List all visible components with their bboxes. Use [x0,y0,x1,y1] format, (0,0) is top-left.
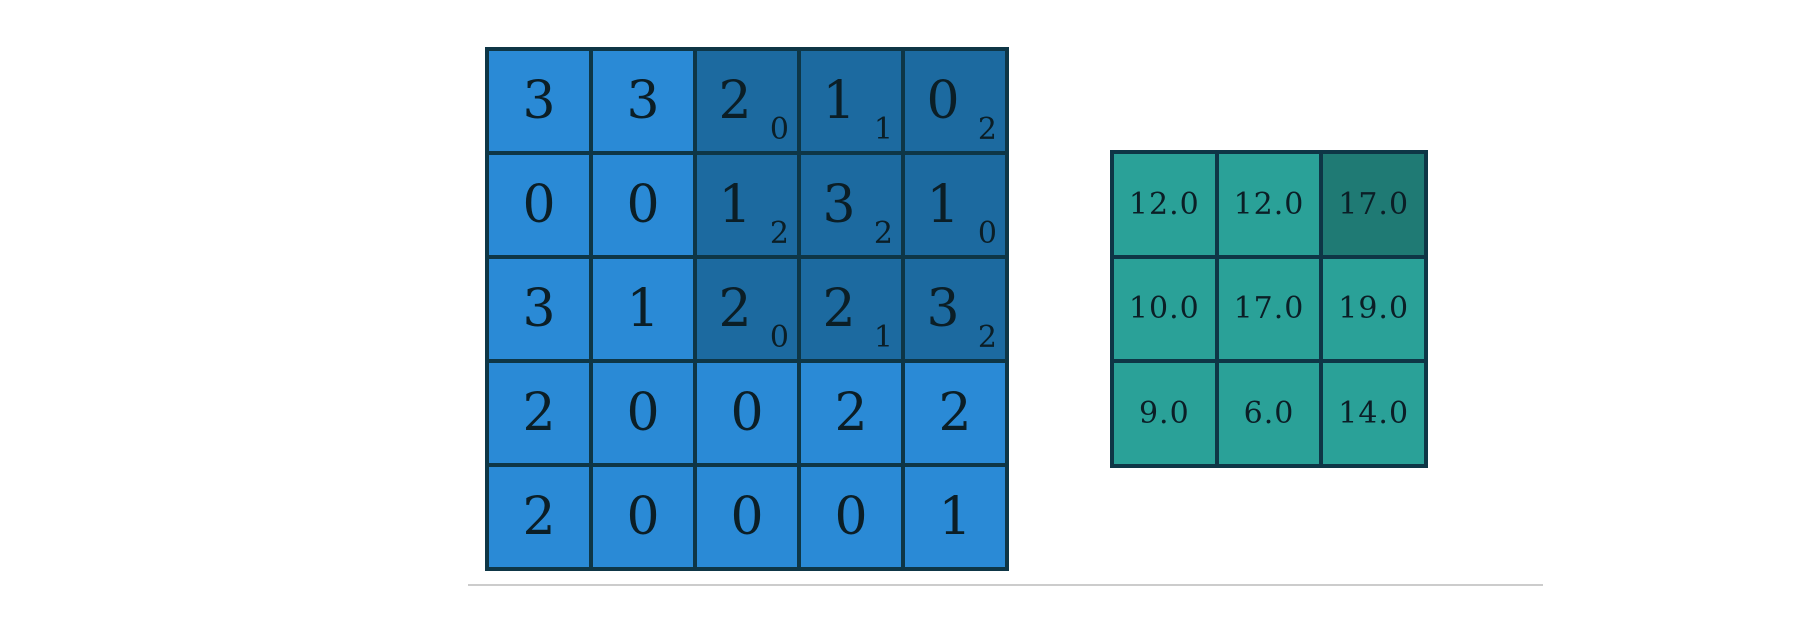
input-cell-r3-c3: 2 [801,363,901,463]
input-cell-value: 1 [926,175,960,235]
input-cell-r2-c1: 1 [593,259,693,359]
input-cell-r4-c0: 2 [489,467,589,567]
input-cell-r4-c3: 0 [801,467,901,567]
output-cell-r2-c2: 14.0 [1323,363,1424,464]
input-cell-value: 0 [834,487,868,547]
output-cell-r0-c0: 12.0 [1114,154,1215,255]
input-cell-r4-c2: 0 [697,467,797,567]
output-cell-r1-c0: 10.0 [1114,258,1215,360]
input-cell-value: 0 [626,487,660,547]
input-cell-value: 2 [822,279,856,339]
input-cell-value: 1 [718,175,752,235]
input-cell-r1-c0: 0 [489,155,589,255]
input-cell-value: 2 [522,487,556,547]
input-cell-value: 3 [822,175,856,235]
kernel-weight: 2 [873,216,893,251]
input-cell-value: 0 [926,71,960,131]
input-cell-value: 1 [938,487,972,547]
input-cell-r4-c4: 1 [905,467,1005,567]
input-cell-value: 3 [926,279,960,339]
input-cell-r2-c0: 3 [489,259,589,359]
input-cell-value: 0 [626,383,660,443]
input-cell-r4-c1: 0 [593,467,693,567]
input-cell-value: 2 [834,383,868,443]
input-cell-value: 3 [626,71,660,131]
input-cell-r3-c4: 2 [905,363,1005,463]
input-cell-r3-c1: 0 [593,363,693,463]
kernel-weight: 2 [977,112,997,147]
input-cell-r0-c0: 3 [489,51,589,151]
input-cell-r3-c0: 2 [489,363,589,463]
input-cell-value: 3 [522,279,556,339]
output-cell-r2-c1: 6.0 [1218,363,1320,464]
kernel-weight: 2 [769,216,789,251]
input-cell-value: 0 [522,175,556,235]
input-cell-value: 2 [522,383,556,443]
output-cell-r1-c1: 17.0 [1218,258,1320,360]
input-cell-value: 0 [730,383,764,443]
kernel-weight: 0 [977,216,997,251]
input-cell-value: 1 [626,279,660,339]
input-cell-value: 2 [718,279,752,339]
output-cell-r0-c2: 17.0 [1323,154,1424,255]
input-cell-value: 3 [522,71,556,131]
input-cell-r0-c1: 3 [593,51,693,151]
horizontal-divider [468,584,1543,586]
output-cell-r0-c1: 12.0 [1218,154,1320,255]
input-cell-value: 0 [626,175,660,235]
input-cell-r3-c2: 0 [697,363,797,463]
input-cell-value: 2 [938,383,972,443]
kernel-weight: 2 [977,320,997,355]
kernel-weight: 1 [873,112,893,147]
output-cell-r1-c2: 19.0 [1323,258,1424,360]
input-cell-r1-c1: 0 [593,155,693,255]
input-cell-value: 2 [718,71,752,131]
input-cell-value: 1 [822,71,856,131]
kernel-weight: 0 [769,112,789,147]
kernel-weight: 0 [769,320,789,355]
kernel-weight: 1 [873,320,893,355]
output-cell-r2-c0: 9.0 [1114,363,1215,464]
input-cell-value: 0 [730,487,764,547]
